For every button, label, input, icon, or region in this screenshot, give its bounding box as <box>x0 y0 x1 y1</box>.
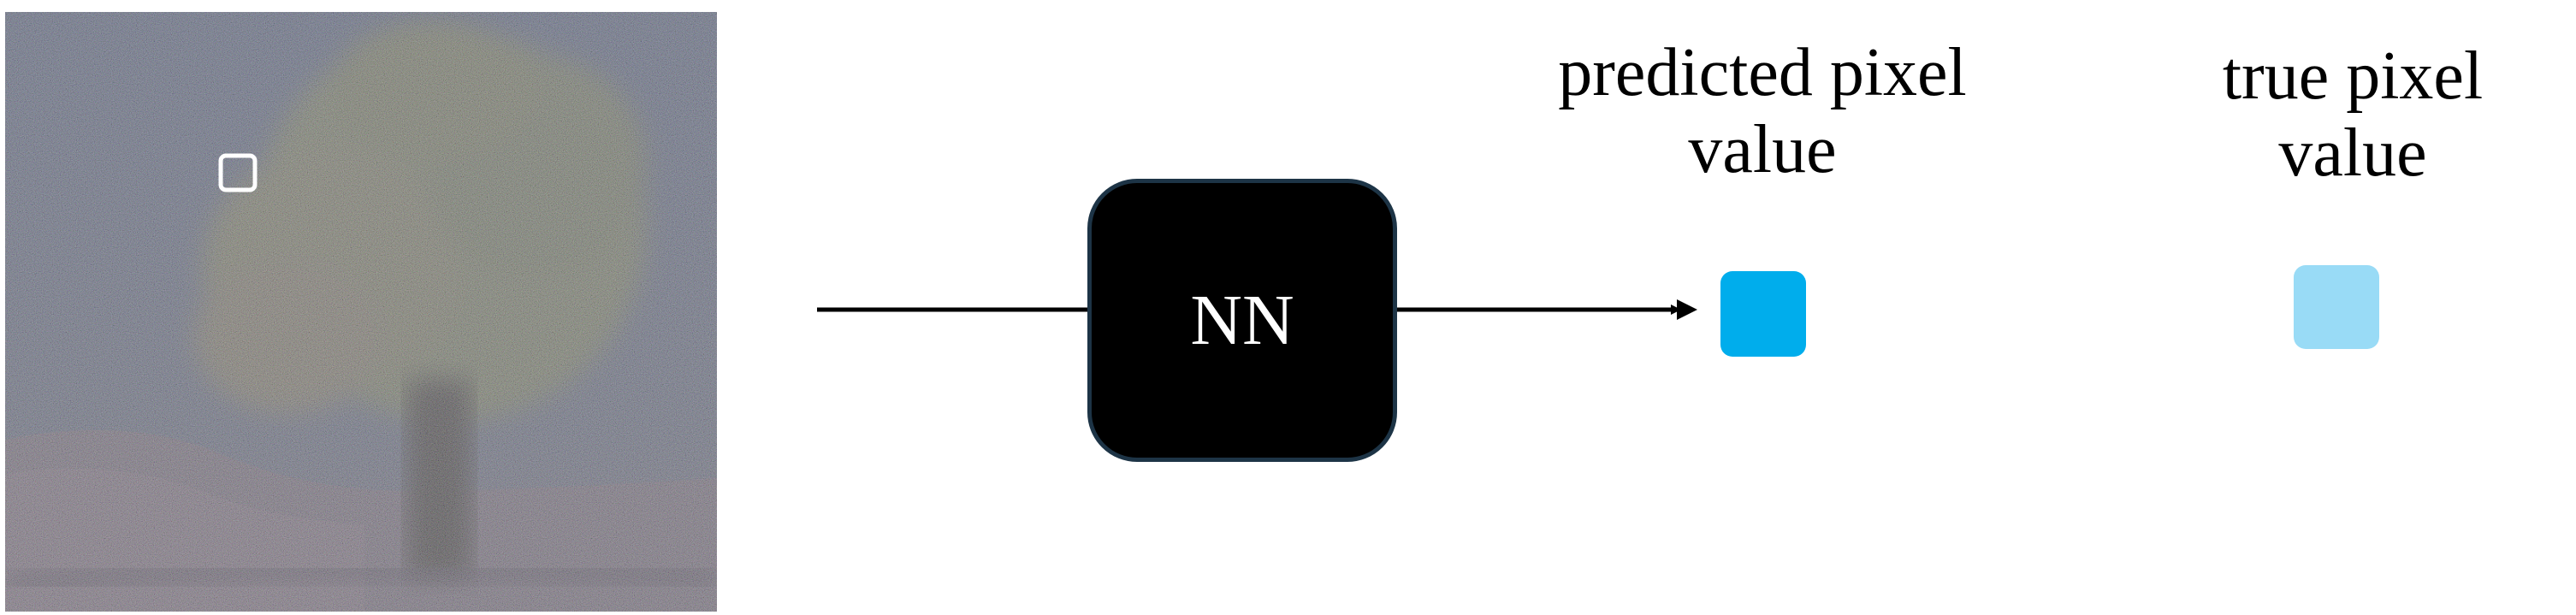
predicted-caption-line1: predicted pixel <box>1558 35 1967 110</box>
predicted-pixel-swatch <box>1720 271 1806 357</box>
nn-label: NN <box>1190 280 1294 360</box>
true-pixel-caption: true pixel value <box>2190 38 2515 192</box>
noisy-input-image <box>5 12 717 612</box>
nn-box: NN <box>1087 179 1397 462</box>
selected-pixel-patch <box>218 153 258 192</box>
predicted-caption-line2: value <box>1688 112 1837 187</box>
true-caption-line1: true pixel <box>2222 38 2484 114</box>
arrow-head <box>1677 299 1697 320</box>
noise-overlay <box>5 12 717 612</box>
true-caption-line2: value <box>2278 115 2427 191</box>
predicted-pixel-caption: predicted pixel value <box>1523 34 2002 188</box>
true-pixel-swatch <box>2294 265 2379 349</box>
